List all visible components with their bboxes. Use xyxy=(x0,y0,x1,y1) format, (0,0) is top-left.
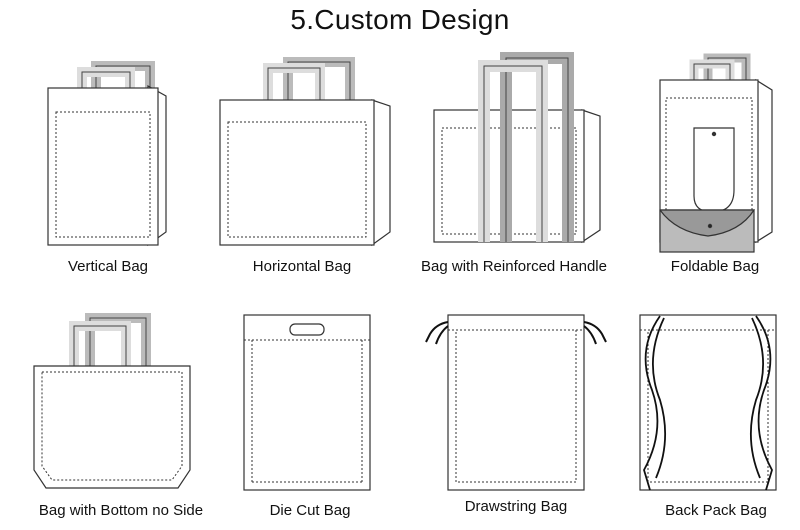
back-pack-bag-icon xyxy=(639,314,777,491)
die-cut-bag-icon xyxy=(243,314,371,491)
bag-caption: Horizontal Bag xyxy=(252,258,352,275)
reinforced-handle-bag-icon xyxy=(433,52,601,244)
bag-caption: Bag with Reinforced Handle xyxy=(421,258,607,275)
bottom-no-side-bag-icon xyxy=(33,313,191,489)
drawstring-bag-icon xyxy=(425,314,607,491)
bag-caption: Vertical Bag xyxy=(67,258,149,275)
bag-caption: Drawstring Bag xyxy=(464,498,568,515)
page-title: 5.Custom Design xyxy=(290,4,510,35)
bag-caption: Foldable Bag xyxy=(670,258,760,275)
foldable-bag-icon xyxy=(659,53,773,253)
vertical-bag-icon xyxy=(47,61,167,247)
bag-caption: Back Pack Bag xyxy=(665,502,767,519)
horizontal-bag-icon xyxy=(219,57,391,247)
bag-caption: Bag with Bottom no Side xyxy=(38,502,204,519)
bag-caption: Die Cut Bag xyxy=(269,502,351,519)
